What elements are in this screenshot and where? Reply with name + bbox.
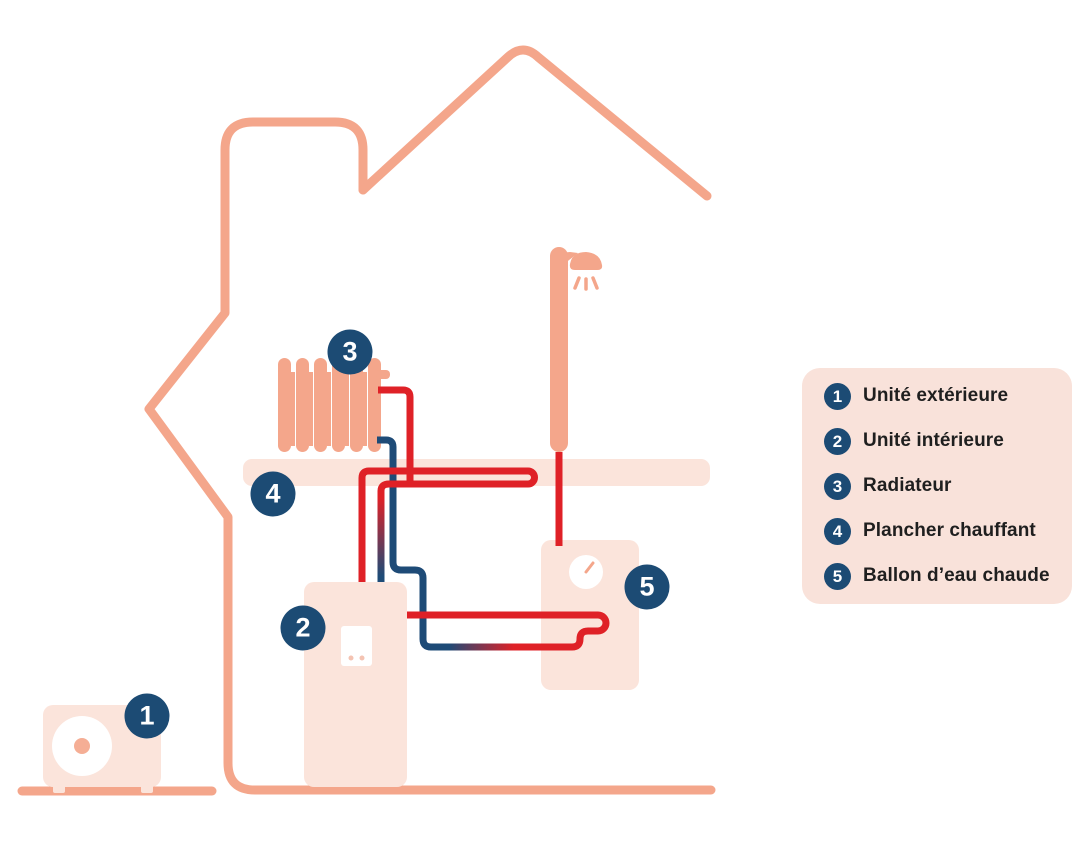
legend-badge-4: 4 bbox=[824, 517, 851, 545]
radiator-stub bbox=[376, 370, 390, 379]
legend-item-radiator: 3 Radiateur bbox=[802, 464, 1072, 509]
legend-item-water-tank: 5 Ballon d’eau chaude bbox=[802, 554, 1072, 599]
roof bbox=[358, 45, 712, 201]
marker-water-tank: 5 bbox=[624, 564, 670, 610]
marker-radiator: 3 bbox=[327, 329, 373, 375]
legend-item-indoor-unit: 2 Unité intérieure bbox=[802, 419, 1072, 464]
legend-badge-3: 3 bbox=[824, 472, 851, 500]
marker-floor-heating: 4 bbox=[250, 471, 296, 517]
legend-badge-2: 2 bbox=[824, 427, 851, 455]
pipe-floor-loop bbox=[358, 467, 538, 583]
legend-badge-1: 1 bbox=[824, 382, 851, 410]
pipe-radiator-supply bbox=[378, 386, 414, 484]
legend-label-2: Unité intérieure bbox=[863, 430, 1004, 451]
legend-item-floor-heating: 4 Plancher chauffant bbox=[802, 509, 1072, 554]
house-wall-and-chimney bbox=[144, 117, 716, 795]
pipe-tank-coil bbox=[407, 611, 610, 651]
control-panel bbox=[341, 626, 372, 666]
legend-panel: 1 Unité extérieure 2 Unité intérieure 3 … bbox=[802, 368, 1072, 604]
pipe-cold-blue bbox=[377, 436, 452, 651]
legend-badge-5: 5 bbox=[824, 562, 851, 590]
indoor-unit bbox=[304, 582, 407, 787]
legend-label-3: Radiateur bbox=[863, 475, 952, 496]
marker-indoor-unit: 2 bbox=[280, 605, 326, 651]
legend-label-4: Plancher chauffant bbox=[863, 520, 1036, 541]
legend-label-1: Unité extérieure bbox=[863, 385, 1009, 406]
fan-hub bbox=[74, 738, 90, 754]
legend-item-outdoor-unit: 1 Unité extérieure bbox=[802, 374, 1072, 419]
legend-label-5: Ballon d’eau chaude bbox=[863, 565, 1050, 586]
shower-icon bbox=[550, 247, 603, 452]
marker-outdoor-unit: 1 bbox=[124, 693, 170, 739]
radiator-icon bbox=[278, 358, 390, 452]
